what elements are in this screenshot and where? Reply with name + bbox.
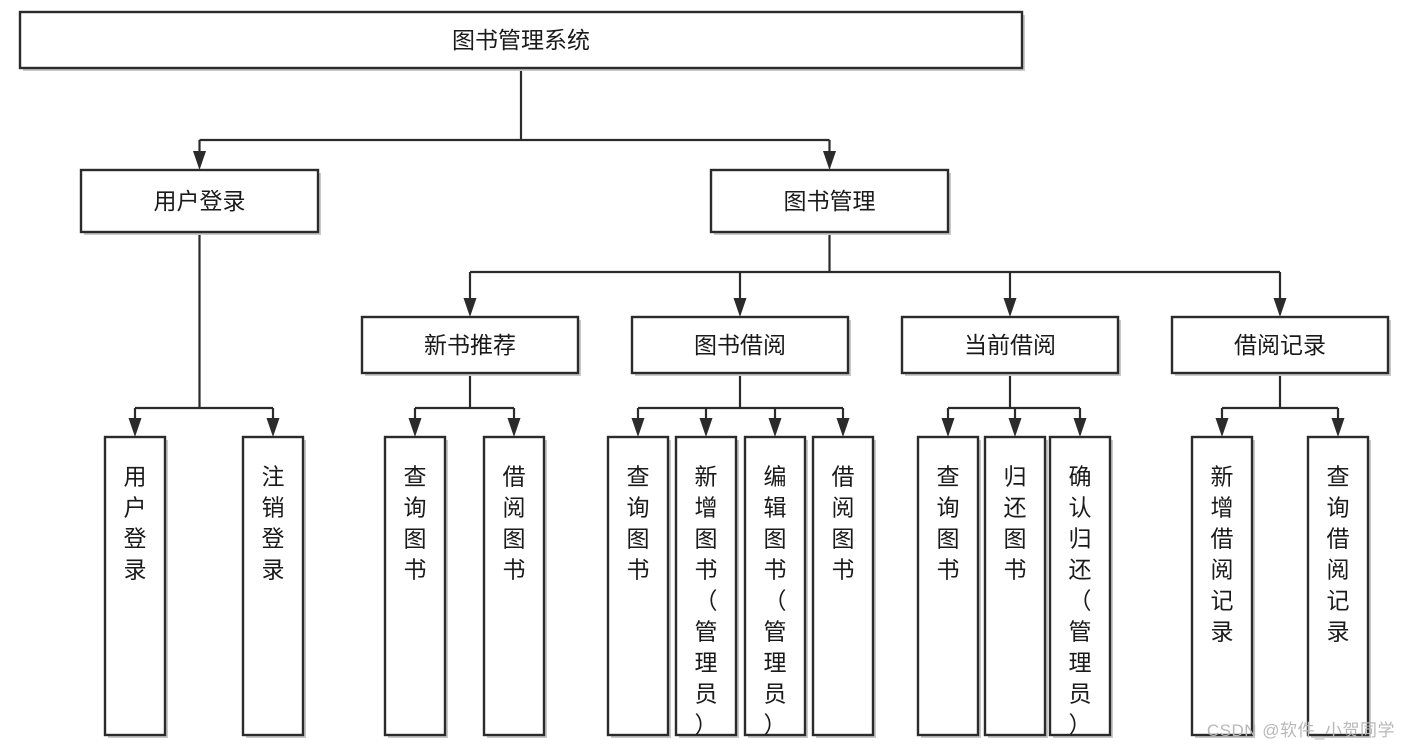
node-label: 查询图书 xyxy=(404,464,427,583)
arrow-head-icon xyxy=(768,418,782,437)
connector-group xyxy=(128,232,280,437)
arrow-head-icon xyxy=(836,418,850,437)
node-box[interactable] xyxy=(916,435,980,737)
arrow-head-icon xyxy=(1273,298,1287,317)
node-label: 用户登录 xyxy=(124,464,147,583)
arrow-head-icon xyxy=(699,418,713,437)
node-label: 图书管理 xyxy=(784,188,876,214)
node-box[interactable] xyxy=(383,435,447,737)
node-leaf-return-book[interactable]: 归还图书 xyxy=(983,435,1048,738)
connector-group xyxy=(631,373,850,437)
node-label: 借阅图书 xyxy=(503,464,526,583)
node-box[interactable] xyxy=(1190,435,1254,737)
node-box[interactable] xyxy=(103,435,167,737)
arrow-head-icon xyxy=(266,418,280,437)
node-box[interactable] xyxy=(18,10,1024,70)
node-label: 确认归还（管理员） xyxy=(1069,464,1092,738)
node-label: 图书借阅 xyxy=(694,332,786,358)
arrow-head-icon xyxy=(733,298,747,317)
node-box[interactable] xyxy=(1306,435,1370,737)
node-leaf-borrow-book-2[interactable]: 借阅图书 xyxy=(811,435,876,738)
node-label: 归还图书 xyxy=(1004,464,1027,583)
node-leaf-query-book-3[interactable]: 查询图书 xyxy=(916,435,981,738)
node-box[interactable] xyxy=(1170,315,1390,375)
node-box[interactable] xyxy=(983,435,1047,737)
node-label: 借阅图书 xyxy=(832,464,855,583)
node-layer: 图书管理系统用户登录图书管理新书推荐图书借阅当前借阅借阅记录用户登录注销登录查询… xyxy=(18,10,1391,738)
connector-layer xyxy=(128,68,1345,437)
node-label: 新书推荐 xyxy=(424,332,516,358)
node-leaf-add-record[interactable]: 新增借阅记录 xyxy=(1190,435,1255,738)
node-box[interactable] xyxy=(709,168,950,234)
node-book-borrow[interactable]: 图书借阅 xyxy=(630,315,851,376)
node-label: 编辑图书（管理员） xyxy=(764,464,787,738)
arrow-head-icon xyxy=(1331,418,1345,437)
node-label: 查询图书 xyxy=(627,464,650,583)
node-leaf-borrow-book-1[interactable]: 借阅图书 xyxy=(482,435,547,738)
node-label: 新增图书（管理员） xyxy=(695,464,718,738)
node-box[interactable] xyxy=(482,435,546,737)
node-user-login[interactable]: 用户登录 xyxy=(79,168,321,235)
node-book-manage[interactable]: 图书管理 xyxy=(709,168,951,235)
node-box[interactable] xyxy=(674,435,738,737)
arrow-head-icon xyxy=(1215,418,1229,437)
node-leaf-query-book-1[interactable]: 查询图书 xyxy=(383,435,448,738)
arrow-head-icon xyxy=(193,151,206,170)
node-label: 查询借阅记录 xyxy=(1327,464,1350,645)
node-leaf-confirm-return[interactable]: 确认归还（管理员） xyxy=(1048,435,1113,738)
node-leaf-logout[interactable]: 注销登录 xyxy=(241,435,306,738)
node-label: 图书管理系统 xyxy=(452,27,590,53)
node-leaf-user-login[interactable]: 用户登录 xyxy=(103,435,168,738)
connector-group xyxy=(1215,373,1345,437)
node-leaf-add-book[interactable]: 新增图书（管理员） xyxy=(674,435,739,738)
arrow-head-icon xyxy=(463,298,477,317)
node-root[interactable]: 图书管理系统 xyxy=(18,10,1025,71)
node-leaf-query-book-2[interactable]: 查询图书 xyxy=(606,435,671,738)
connector-group xyxy=(193,68,836,170)
arrow-head-icon xyxy=(823,151,836,170)
node-box[interactable] xyxy=(79,168,320,234)
node-label: 查询图书 xyxy=(937,464,960,583)
node-label: 借阅记录 xyxy=(1234,332,1326,358)
arrow-head-icon xyxy=(1003,298,1017,317)
node-label: 注销登录 xyxy=(262,464,285,583)
arrow-head-icon xyxy=(408,418,422,437)
node-current-borrow[interactable]: 当前借阅 xyxy=(900,315,1121,376)
node-label: 新增借阅记录 xyxy=(1211,464,1234,645)
node-box[interactable] xyxy=(360,315,580,375)
node-box[interactable] xyxy=(811,435,875,737)
arrow-head-icon xyxy=(507,418,521,437)
arrow-head-icon xyxy=(1008,418,1022,437)
node-leaf-query-record[interactable]: 查询借阅记录 xyxy=(1306,435,1371,738)
node-borrow-record[interactable]: 借阅记录 xyxy=(1170,315,1391,376)
node-label: 用户登录 xyxy=(154,188,246,214)
connector-group xyxy=(463,232,1287,317)
arrow-head-icon xyxy=(941,418,955,437)
connector-group xyxy=(941,373,1087,437)
arrow-head-icon xyxy=(128,418,142,437)
arrow-head-icon xyxy=(631,418,645,437)
node-box[interactable] xyxy=(1048,435,1112,737)
node-new-book-recommend[interactable]: 新书推荐 xyxy=(360,315,581,376)
connector-group xyxy=(408,373,521,437)
arrow-head-icon xyxy=(1073,418,1087,437)
node-label: 当前借阅 xyxy=(964,332,1056,358)
node-box[interactable] xyxy=(241,435,305,737)
node-box[interactable] xyxy=(606,435,670,737)
node-leaf-edit-book[interactable]: 编辑图书（管理员） xyxy=(743,435,808,738)
node-box[interactable] xyxy=(900,315,1120,375)
node-box[interactable] xyxy=(630,315,850,375)
node-box[interactable] xyxy=(743,435,807,737)
